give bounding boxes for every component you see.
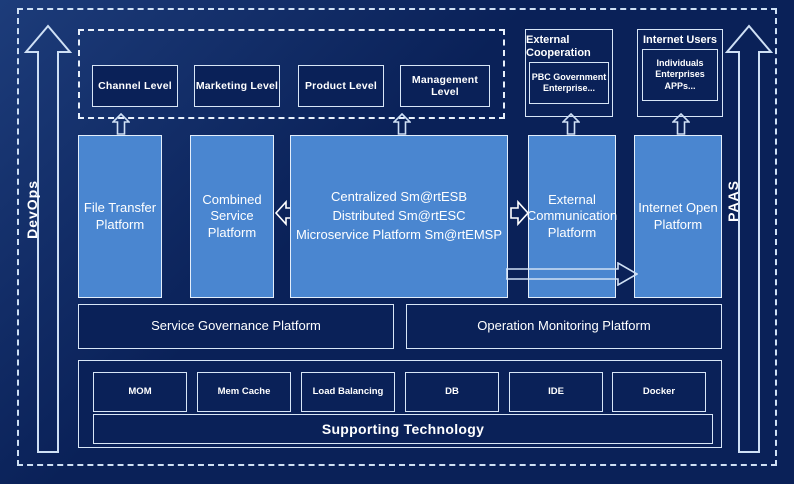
platform-combined-service[interactable]: Combined Service Platform	[190, 135, 274, 298]
outer-boundary	[17, 8, 777, 466]
supporting-technology-bar[interactable]: Supporting Technology	[93, 414, 713, 444]
governance-service-platform[interactable]: Service Governance Platform	[78, 304, 394, 349]
tech-box-mom[interactable]: MOM	[93, 372, 187, 412]
external-cooperation-title: External Cooperation	[526, 34, 591, 59]
internet-users-group[interactable]: Internet Users Individuals Enterprises A…	[637, 29, 723, 117]
platform-file-transfer[interactable]: File Transfer Platform	[78, 135, 162, 298]
paas-label: PAAS	[725, 180, 741, 222]
governance-operation-monitoring[interactable]: Operation Monitoring Platform	[406, 304, 722, 349]
external-cooperation-group[interactable]: External Cooperation PBC Government Ente…	[525, 29, 613, 117]
tech-box-docker[interactable]: Docker	[612, 372, 706, 412]
external-cooperation-inner: PBC Government Enterprise...	[529, 62, 609, 105]
tech-box-load-balancing[interactable]: Load Balancing	[301, 372, 395, 412]
tech-box-db[interactable]: DB	[405, 372, 499, 412]
level-box-product[interactable]: Product Level	[298, 65, 384, 107]
devops-label: DevOps	[24, 180, 40, 239]
esb-line-centralized: Centralized Sm@rtESB	[330, 189, 468, 205]
arrow-right-icon-esb-to-internet-open	[506, 262, 638, 286]
esb-lines: Centralized Sm@rtESB Distributed Sm@rtES…	[292, 188, 506, 245]
level-box-channel[interactable]: Channel Level	[92, 65, 178, 107]
internet-users-inner: Individuals Enterprises APPs...	[642, 49, 718, 101]
tech-box-mem-cache[interactable]: Mem Cache	[197, 372, 291, 412]
level-box-marketing[interactable]: Marketing Level	[194, 65, 280, 107]
arrow-right-icon-esb-to-external	[510, 199, 530, 227]
business-levels-group	[78, 29, 505, 119]
connector-arrow-icon-internet	[672, 113, 690, 135]
tech-box-ide[interactable]: IDE	[509, 372, 603, 412]
devops-arrow-icon	[23, 24, 73, 453]
esb-line-distributed: Distributed Sm@rtESC	[332, 208, 466, 224]
paas-arrow-icon	[724, 24, 774, 453]
platform-esb-stack[interactable]: Centralized Sm@rtESB Distributed Sm@rtES…	[290, 135, 508, 298]
esb-line-microservice: Microservice Platform Sm@rtEMSP	[295, 226, 503, 242]
connector-arrow-icon-product	[393, 113, 411, 135]
level-box-management[interactable]: Management Level	[400, 65, 490, 107]
internet-users-title: Internet Users	[643, 34, 717, 46]
platform-internet-open[interactable]: Internet Open Platform	[634, 135, 722, 298]
connector-arrow-icon-channel	[112, 113, 130, 135]
platform-external-communication[interactable]: External Communication Platform	[527, 135, 617, 298]
connector-arrow-icon-external	[562, 113, 580, 135]
